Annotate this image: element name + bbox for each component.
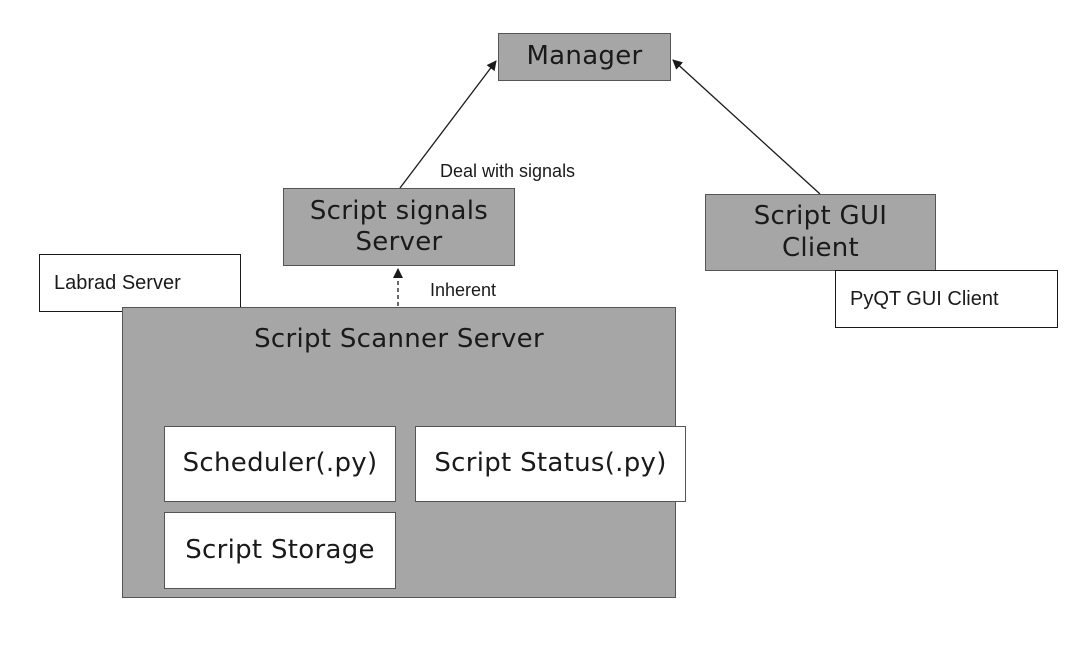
labrad-server-label: Labrad Server [39,254,241,312]
script-signals-server-node: Script signals Server [283,188,515,266]
scheduler-node: Scheduler(.py) [164,426,396,502]
inherent-label: Inherent [430,280,497,300]
deal-with-signals-label: Deal with signals [440,161,576,181]
script-status-node: Script Status(.py) [415,426,686,502]
arrow-gui-to-manager [672,59,821,195]
script-gui-client-node: Script GUI Client [705,194,936,271]
pyqt-gui-client-label: PyQT GUI Client [835,270,1058,328]
manager-node: Manager [498,33,671,81]
script-storage-node: Script Storage [164,512,396,589]
script-scanner-server-title: Script Scanner Server [254,324,544,354]
